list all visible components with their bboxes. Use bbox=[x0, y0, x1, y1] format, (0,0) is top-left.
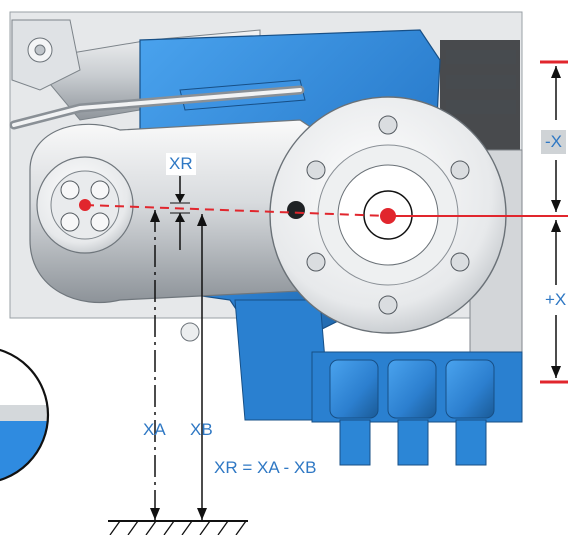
blue-lower-blocks bbox=[311, 351, 523, 466]
plus-x-label: +X bbox=[545, 290, 567, 309]
xb-dimension bbox=[197, 214, 207, 520]
center-reference-line bbox=[79, 199, 568, 224]
minus-x-label: -X bbox=[541, 130, 566, 154]
xa-dimension bbox=[150, 210, 160, 520]
xr-label: XR bbox=[166, 153, 196, 175]
bushing-bolts bbox=[60, 180, 110, 232]
ground-hatch-icon bbox=[108, 520, 248, 535]
center-point-icon bbox=[380, 208, 396, 224]
xb-label: XB bbox=[190, 420, 213, 439]
detail-magnifier bbox=[0, 347, 50, 483]
tie-rod bbox=[9, 85, 305, 130]
travel-scale bbox=[540, 60, 568, 384]
center-point-icon bbox=[79, 199, 91, 211]
xr-marker bbox=[170, 176, 190, 250]
xa-label: XA bbox=[143, 420, 166, 439]
formula-label: XR = XA - XB bbox=[214, 458, 317, 477]
hub-bolt-holes bbox=[287, 115, 470, 315]
